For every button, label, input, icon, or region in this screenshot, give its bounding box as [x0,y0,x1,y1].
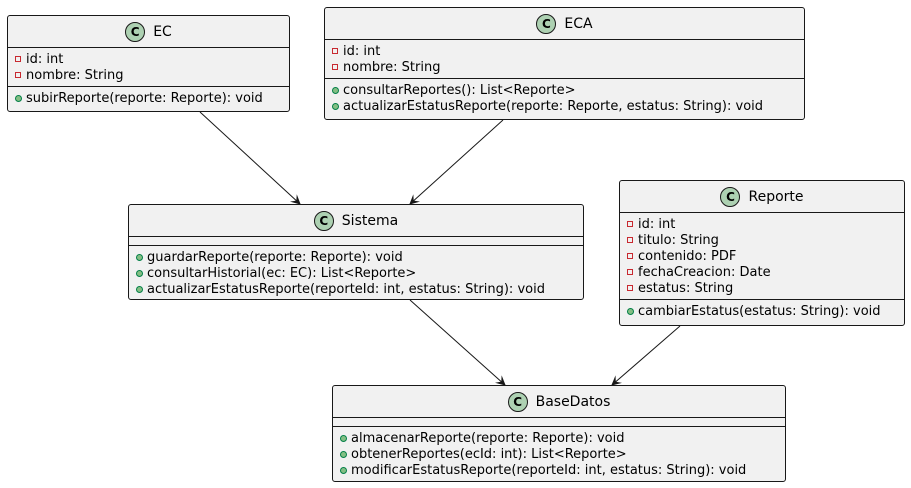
attributes-section: id: int nombre: String [8,47,289,86]
public-visibility-icon [331,86,339,94]
methods-section: cambiarEstatus(estatus: String): void [620,299,904,322]
public-visibility-icon [135,285,143,293]
edge-eca-sistema [409,119,504,205]
public-visibility-icon [135,253,143,261]
public-visibility-icon [331,102,339,110]
private-visibility-icon [626,269,634,275]
private-visibility-icon [331,48,339,54]
edge-ec-sistema [199,111,301,205]
method: actualizarEstatusReporte(reporte: Report… [325,98,804,114]
public-visibility-icon [339,434,347,442]
class-header: C BaseDatos [333,386,785,417]
methods-section: subirReporte(reporte: Reporte): void [8,86,289,109]
methods-section: guardarReporte(reporte: Reporte): void c… [129,245,583,300]
private-visibility-icon [14,56,22,62]
class-name: BaseDatos [535,393,611,410]
class-circle-c-icon: C [536,13,557,34]
attributes-section [129,236,583,245]
class-header: C ECA [325,8,804,39]
public-visibility-icon [135,269,143,277]
attribute: fechaCreacion: Date [620,264,904,280]
private-visibility-icon [626,237,634,243]
edge-reporte-basedatos [611,325,681,386]
private-visibility-icon [626,285,634,291]
class-header: C Sistema [129,205,583,236]
class-header: C Reporte [620,181,904,212]
private-visibility-icon [626,253,634,259]
class-reporte[interactable]: C Reporte id: int titulo: String conteni… [619,180,905,326]
methods-section: consultarReportes(): List<Reporte> actua… [325,78,804,117]
class-name: EC [153,23,172,40]
private-visibility-icon [331,64,339,70]
class-circle-c-icon: C [125,21,146,42]
class-sistema[interactable]: C Sistema guardarReporte(reporte: Report… [128,204,584,300]
method: consultarHistorial(ec: EC): List<Reporte… [129,265,583,281]
class-circle-c-icon: C [720,186,741,207]
public-visibility-icon [14,94,22,102]
attribute: id: int [325,43,804,59]
class-circle-c-icon: C [313,210,334,231]
method: actualizarEstatusReporte(reporteId: int,… [129,281,583,297]
class-name: Reporte [748,188,804,205]
private-visibility-icon [626,221,634,227]
edge-sistema-basedatos [409,299,506,386]
class-name: ECA [564,15,593,32]
attributes-section [333,417,785,426]
method: modificarEstatusReporte(reporteId: int, … [333,462,785,478]
public-visibility-icon [339,450,347,458]
attributes-section: id: int titulo: String contenido: PDF fe… [620,212,904,299]
method: guardarReporte(reporte: Reporte): void [129,249,583,265]
attribute: nombre: String [325,59,804,75]
method: cambiarEstatus(estatus: String): void [620,303,904,319]
method: subirReporte(reporte: Reporte): void [8,90,289,106]
method: obtenerReportes(ecId: int): List<Reporte… [333,446,785,462]
class-name: Sistema [341,212,399,229]
attribute: estatus: String [620,280,904,296]
attribute: nombre: String [8,67,289,83]
method: consultarReportes(): List<Reporte> [325,82,804,98]
methods-section: almacenarReporte(reporte: Reporte): void… [333,426,785,481]
attribute: contenido: PDF [620,248,904,264]
attribute: id: int [620,216,904,232]
class-eca[interactable]: C ECA id: int nombre: String consultarRe… [324,7,805,120]
attributes-section: id: int nombre: String [325,39,804,78]
public-visibility-icon [626,307,634,315]
method: almacenarReporte(reporte: Reporte): void [333,430,785,446]
public-visibility-icon [339,466,347,474]
attribute: titulo: String [620,232,904,248]
private-visibility-icon [14,72,22,78]
class-circle-c-icon: C [507,391,528,412]
class-header: C EC [8,16,289,47]
class-ec[interactable]: C EC id: int nombre: String subirReporte… [7,15,290,112]
class-basedatos[interactable]: C BaseDatos almacenarReporte(reporte: Re… [332,385,786,482]
attribute: id: int [8,51,289,67]
